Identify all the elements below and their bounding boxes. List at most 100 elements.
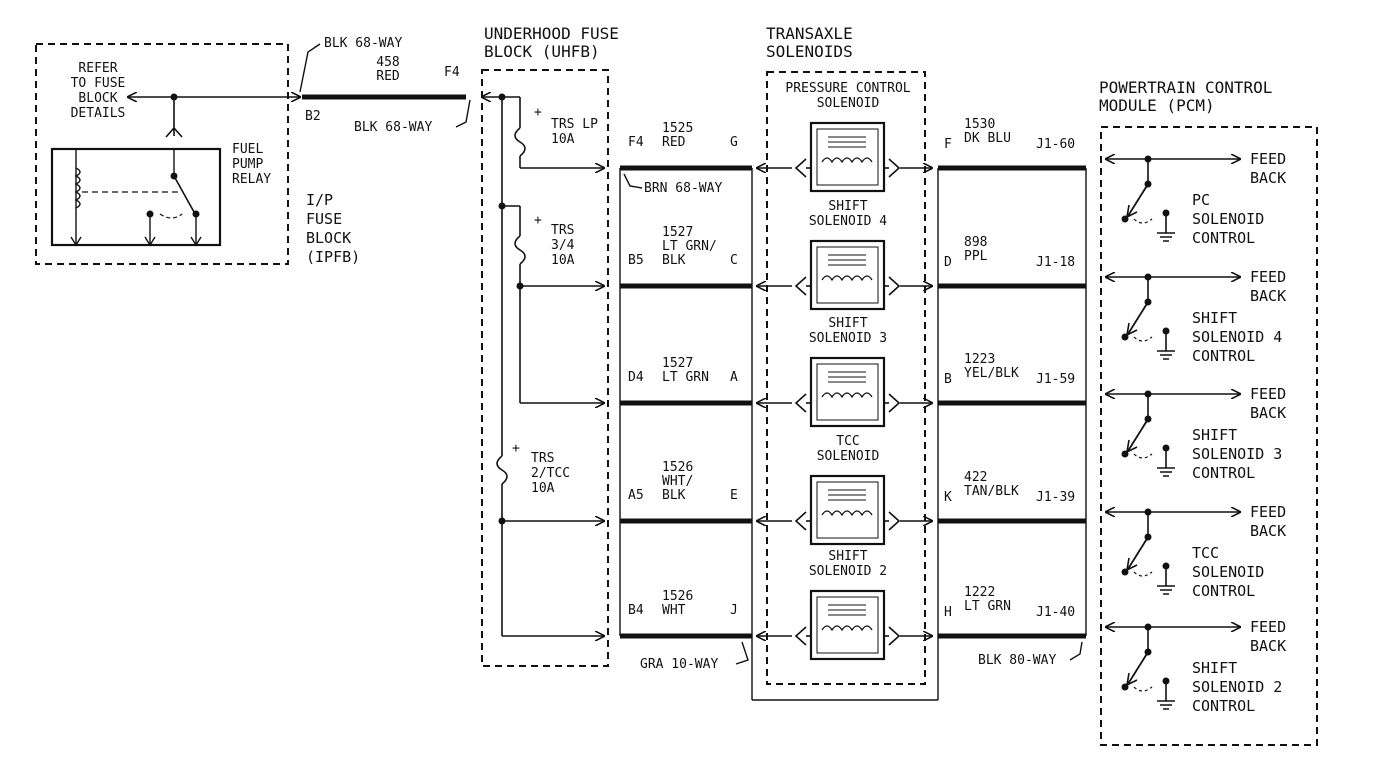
right-circuit-text: DK BLU — [964, 131, 1011, 146]
solenoid-icon — [809, 121, 886, 193]
right-circuit-text: LT GRN — [964, 599, 1011, 614]
right-circuit-text: 898 — [964, 235, 987, 250]
pcm-title-2: MODULE (PCM) — [1099, 96, 1215, 115]
left-circuit-text: BLK — [662, 488, 686, 503]
relay-text-3: RELAY — [232, 172, 271, 187]
fuse-trs-3-4-label-3: 10A — [551, 253, 575, 268]
left-circuit-text: 1526 — [662, 589, 693, 604]
solenoid-pin: G — [730, 135, 738, 150]
right-circuit-text: 1530 — [964, 117, 995, 132]
fuse-trs-2-tcc-label-1: TRS — [531, 451, 554, 466]
fuse-trs-lp-label-1: TRS LP — [551, 117, 598, 132]
uhfb-plus-3: + — [512, 441, 520, 456]
solenoid-icon — [809, 239, 886, 311]
pcm-section: POWERTRAIN CONTROL MODULE (PCM) — [1099, 78, 1318, 746]
transaxle-section: TRANSAXLE SOLENOIDS — [766, 24, 926, 685]
left-circuit-text: 1525 — [662, 121, 693, 136]
left-circuit-text: 1526 — [662, 460, 693, 475]
uhfb-plus-1: + — [534, 105, 542, 120]
solenoid-label: SOLENOID 2 — [809, 564, 887, 579]
switch-icon — [1127, 651, 1149, 685]
pcm-pin: J1-40 — [1036, 605, 1075, 620]
fuse-icon-trs-2-tcc — [496, 455, 508, 485]
refer-text-2: TO FUSE — [71, 76, 126, 91]
solenoid-label: SHIFT — [828, 549, 867, 564]
back-label: BACK — [1250, 169, 1286, 187]
switch-icon — [1127, 536, 1149, 570]
ipfb-label-4: (IPFB) — [306, 248, 360, 266]
left-circuit-text: BLK — [662, 253, 686, 268]
pcm-title-1: POWERTRAIN CONTROL — [1099, 78, 1272, 97]
pcm-control-label: SHIFT — [1192, 309, 1237, 327]
left-circuit-text: RED — [662, 135, 686, 150]
solenoid-label: SOLENOID 4 — [809, 214, 887, 229]
switch-icon — [1127, 301, 1149, 335]
refer-text-4: DETAILS — [71, 106, 126, 121]
fuse-icon-trs-3-4 — [514, 235, 526, 265]
uhfb-section: UNDERHOOD FUSE BLOCK (UHFB) + TRS LP 10A… — [481, 24, 619, 667]
solenoid-pin: C — [730, 253, 738, 268]
feed-label: FEED — [1250, 503, 1286, 521]
switch-icon — [1127, 183, 1149, 217]
fuse-trs-2-tcc-label-2: 2/TCC — [531, 466, 570, 481]
pcm-control-label: CONTROL — [1192, 582, 1255, 600]
relay-switch-icon — [173, 175, 195, 213]
feed-label: FEED — [1250, 618, 1286, 636]
pcm-control-label: CONTROL — [1192, 697, 1255, 715]
back-label: BACK — [1250, 522, 1286, 540]
feed-label: FEED — [1250, 268, 1286, 286]
pcm-dashed-border — [1100, 126, 1318, 746]
transaxle-dashed-border — [766, 71, 926, 685]
right-circuit-text: 422 — [964, 470, 987, 485]
left-pin: B4 — [628, 603, 644, 618]
refer-text-1: REFER — [78, 61, 117, 76]
solenoid-pin: J — [730, 603, 738, 618]
right-pin: K — [944, 490, 952, 505]
switch-icon — [1127, 418, 1149, 452]
pcm-control-label: CONTROL — [1192, 229, 1255, 247]
pcm-pin: J1-60 — [1036, 137, 1075, 152]
connector-gra10: GRA 10-WAY — [640, 657, 718, 672]
feed-label: FEED — [1250, 150, 1286, 168]
circuit-458: 458 — [376, 55, 399, 70]
ipfb-label-1: I/P — [306, 191, 333, 209]
fuse-trs-3-4-label-1: TRS — [551, 223, 574, 238]
pcm-control-label: PC — [1192, 191, 1210, 209]
right-pin: F — [944, 137, 952, 152]
pcm-pin: J1-59 — [1036, 372, 1075, 387]
solenoid-icon — [809, 474, 886, 546]
right-pin: H — [944, 605, 952, 620]
relay-text-1: FUEL — [232, 142, 263, 157]
pcm-pin: J1-18 — [1036, 255, 1075, 270]
solenoid-label: PRESSURE CONTROL — [785, 81, 910, 96]
pcm-control-label: CONTROL — [1192, 464, 1255, 482]
fuse-trs-lp-label-2: 10A — [551, 132, 575, 147]
left-circuit-text: LT GRN — [662, 370, 709, 385]
pcm-control-label: SOLENOID — [1192, 563, 1264, 581]
solenoid-label: TCC — [836, 434, 859, 449]
pcm-control-label: SOLENOID 2 — [1192, 678, 1282, 696]
ground-icon — [1157, 700, 1175, 710]
right-circuit-text: 1223 — [964, 352, 995, 367]
connector-callouts: BRN 68-WAY GRA 10-WAY BLK 80-WAY — [623, 173, 1083, 672]
left-pin: F4 — [628, 135, 644, 150]
pcm-control-label: TCC — [1192, 544, 1219, 562]
uhfb-title-2: BLOCK (UHFB) — [484, 42, 600, 61]
ground-icon — [1157, 232, 1175, 242]
left-pin: A5 — [628, 488, 644, 503]
left-circuit-text: 1527 — [662, 356, 693, 371]
pcm-control-label: SOLENOID 3 — [1192, 445, 1282, 463]
ipfb-dashed-border — [35, 43, 289, 265]
ground-icon — [1157, 585, 1175, 595]
solenoid-icon — [809, 589, 886, 661]
pcm-control-label: SOLENOID 4 — [1192, 328, 1282, 346]
left-circuit-text: WHT — [662, 603, 686, 618]
solenoid-label: SHIFT — [828, 316, 867, 331]
ipfb-label-2: FUSE — [306, 210, 342, 228]
pin-b2: B2 — [305, 109, 321, 124]
right-pin: B — [944, 372, 952, 387]
